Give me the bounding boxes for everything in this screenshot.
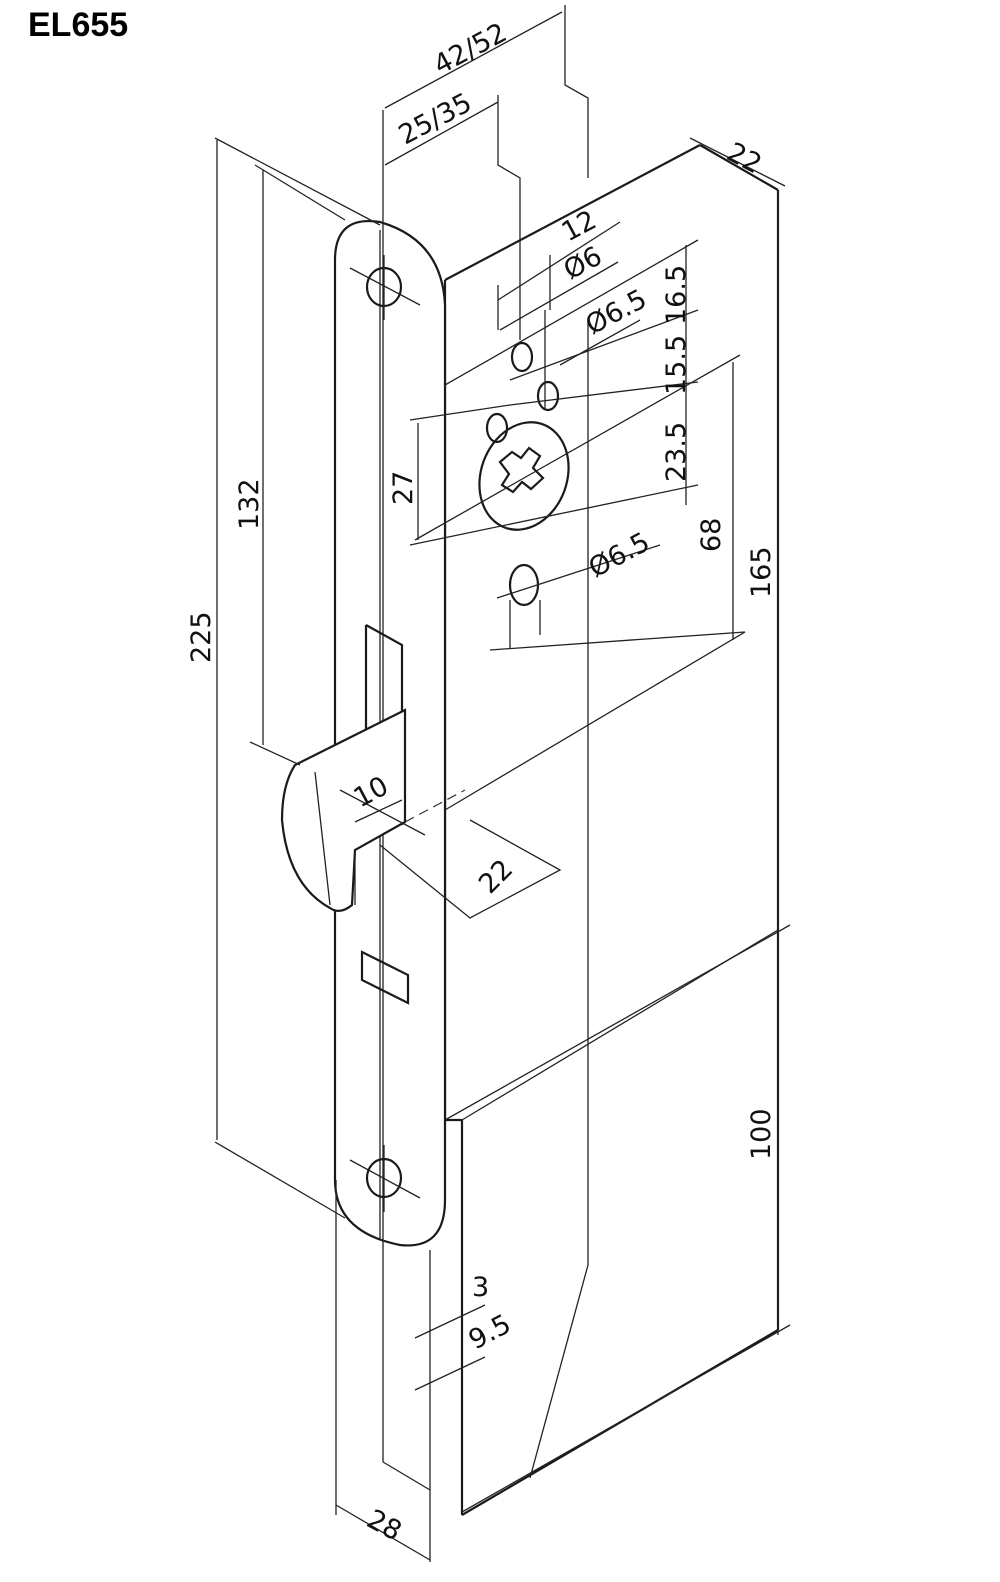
dim-68: 68: [696, 518, 727, 552]
dim-latch-22: 22: [473, 854, 519, 900]
latch-bolt: [280, 624, 466, 912]
case-holes: [478, 341, 570, 607]
dim-9-5: 9.5: [464, 1309, 516, 1357]
dim-d65-top: Ø6.5: [581, 284, 652, 342]
dim-165: 165: [746, 546, 777, 598]
dim-16-5: 16.5: [661, 265, 692, 325]
dimension-lines: [214, 5, 791, 1561]
dim-225: 225: [186, 611, 217, 663]
dim-42-52: 42/52: [429, 17, 512, 81]
dim-d6: Ø6: [559, 241, 607, 286]
page-title: EL655: [28, 6, 129, 44]
dim-23-5: 23.5: [661, 422, 692, 482]
dim-12: 12: [557, 205, 602, 249]
dim-15-5: 15.5: [661, 335, 692, 395]
lock-case-body: [443, 144, 780, 1516]
dim-100: 100: [746, 1108, 777, 1160]
dim-d65-bottom: Ø6.5: [584, 527, 655, 585]
dim-28: 28: [362, 1504, 407, 1548]
dim-3: 3: [472, 1272, 489, 1303]
dimension-labels: 42/52 25/35 22 12 Ø6 Ø6.5 16.5 15.5 23.5…: [186, 17, 777, 1547]
dim-27: 27: [388, 471, 419, 505]
dim-132: 132: [234, 478, 265, 530]
